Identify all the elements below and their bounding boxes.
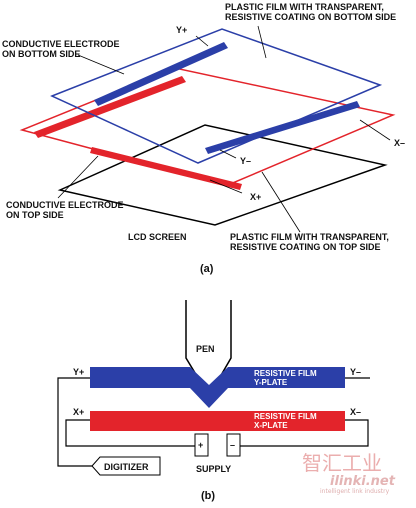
label-plastic-top-2: RESISTIVE COATING ON TOP SIDE <box>230 242 381 252</box>
label-plastic-top-1: PLASTIC FILM WITH TRANSPARENT, <box>230 232 389 242</box>
blue-electrode-bottom <box>205 101 360 154</box>
label-supply-plus: + <box>198 440 203 450</box>
exploded-view: PLASTIC FILM WITH TRANSPARENT, RESISTIVE… <box>2 2 405 275</box>
leader-conductive-bottom <box>77 54 125 75</box>
leader-y-minus <box>219 149 237 159</box>
label-conductive-bottom-2: ON BOTTOM SIDE <box>2 49 80 59</box>
wire-x-plus <box>65 419 195 447</box>
red-electrode-left <box>34 76 186 138</box>
lcd-screen-layer <box>57 124 388 226</box>
caption-a: (a) <box>200 263 214 275</box>
leader-y-plus <box>195 35 209 47</box>
caption-b: (b) <box>201 490 215 502</box>
supply-plus-terminal <box>194 433 209 457</box>
leader-x-plus <box>209 179 243 194</box>
label-x-plus-a: X+ <box>250 192 261 202</box>
label-supply-minus: – <box>230 440 235 450</box>
red-electrode-right <box>90 147 242 190</box>
leader-plastic-bottom <box>257 25 267 59</box>
label-y-plus-b: Y+ <box>73 367 84 377</box>
label-supply: SUPPLY <box>196 464 231 474</box>
label-x-plate-1: RESISTIVE FILM <box>254 412 317 421</box>
label-conductive-top-1: CONDUCTIVE ELECTRODE <box>6 200 124 210</box>
label-conductive-bottom-1: CONDUCTIVE ELECTRODE <box>2 39 120 49</box>
blue-electrode-top <box>94 42 228 106</box>
supply-minus-terminal <box>226 433 241 457</box>
digitizer-box <box>91 456 161 476</box>
label-conductive-top-2: ON TOP SIDE <box>6 210 64 220</box>
label-x-plate-2: X-PLATE <box>254 421 288 430</box>
watermark-chinese: 智汇工业 <box>302 451 382 475</box>
watermark-tagline: intelligent link industry <box>320 488 390 495</box>
label-x-minus-b: X– <box>350 407 361 417</box>
label-x-plus-b: X+ <box>73 407 84 417</box>
label-y-plate-1: RESISTIVE FILM <box>254 369 317 378</box>
label-plastic-bottom-2: RESISTIVE COATING ON BOTTOM SIDE <box>225 12 396 22</box>
label-lcd-screen: LCD SCREEN <box>128 232 187 242</box>
leader-plastic-top <box>261 171 301 233</box>
blue-film-layer <box>50 28 383 164</box>
y-plate <box>90 367 345 408</box>
label-x-minus-a: X– <box>394 138 405 148</box>
leader-conductive-top <box>57 155 99 199</box>
watermark-site: ilinki.net <box>330 474 396 489</box>
x-plate <box>90 411 345 431</box>
cross-section-view: PEN RESISTIVE FILM Y-PLATE RESISTIVE FIL… <box>57 300 370 502</box>
watermark: 智汇工业 ilinki.net intelligent link industr… <box>302 451 396 495</box>
wire-y-plus <box>57 377 100 467</box>
label-y-plate-2: Y-PLATE <box>254 378 288 387</box>
label-y-minus-b: Y– <box>350 367 361 377</box>
label-y-plus-a: Y+ <box>176 25 187 35</box>
label-y-minus-a: Y– <box>240 156 251 166</box>
wire-x-minus <box>240 419 369 447</box>
leader-x-minus <box>359 119 391 141</box>
label-digitizer: DIGITIZER <box>104 462 149 472</box>
label-plastic-bottom-1: PLASTIC FILM WITH TRANSPARENT, <box>225 2 384 12</box>
label-pen: PEN <box>196 344 215 354</box>
